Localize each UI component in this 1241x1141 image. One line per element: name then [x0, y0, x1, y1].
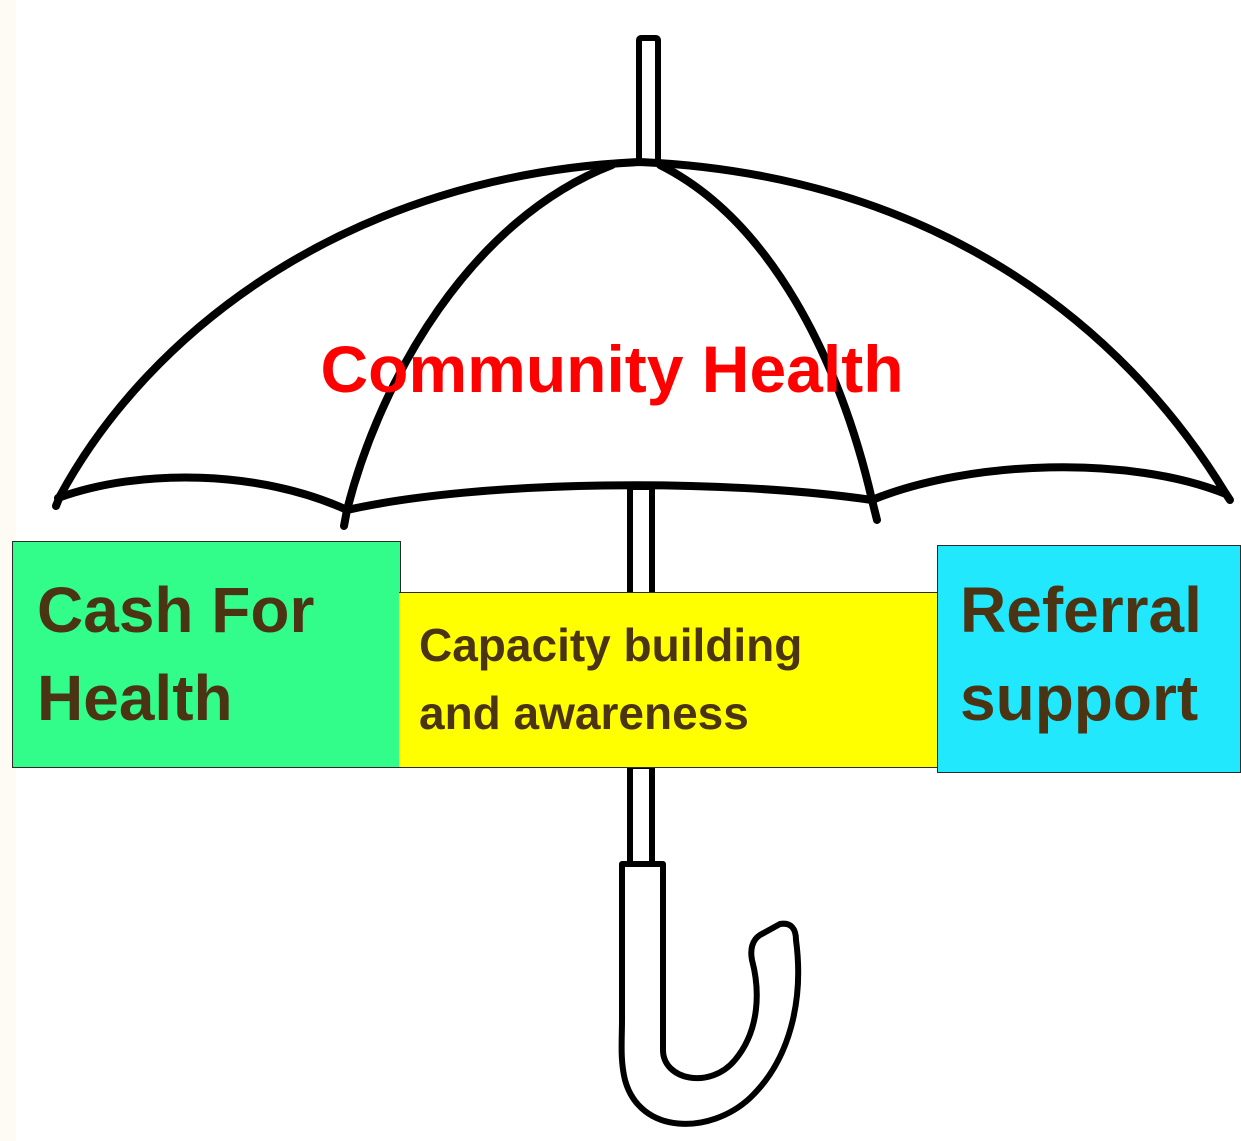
- component-capacity-building: Capacity building and awareness: [399, 592, 940, 768]
- umbrella-tip: [636, 35, 661, 165]
- component-label-line: and awareness: [419, 687, 749, 739]
- component-label-line: Cash For: [37, 574, 315, 646]
- umbrella-canopy-outline: [56, 157, 1230, 500]
- umbrella-handle: [618, 861, 802, 1127]
- umbrella-rib-tip-left: [52, 492, 64, 510]
- umbrella-rib-right: [656, 161, 876, 504]
- umbrella-canopy-hem: [54, 463, 1230, 515]
- umbrella-shaft-lower: [627, 763, 655, 867]
- component-label-line: Referral: [960, 574, 1202, 646]
- umbrella-shaft-upper: [627, 484, 655, 598]
- component-label-line: Health: [37, 662, 233, 734]
- component-cash-for-health: Cash For Health: [12, 541, 401, 768]
- component-label-line: Capacity building: [419, 619, 803, 671]
- umbrella-rib-tip-right: [1222, 490, 1234, 504]
- diagram-title: Community Health: [320, 332, 903, 406]
- page-margin-strip: [0, 0, 16, 1141]
- component-label-line: support: [960, 662, 1199, 734]
- umbrella-rib-left: [343, 161, 616, 514]
- component-referral-support: Referral support: [937, 545, 1241, 773]
